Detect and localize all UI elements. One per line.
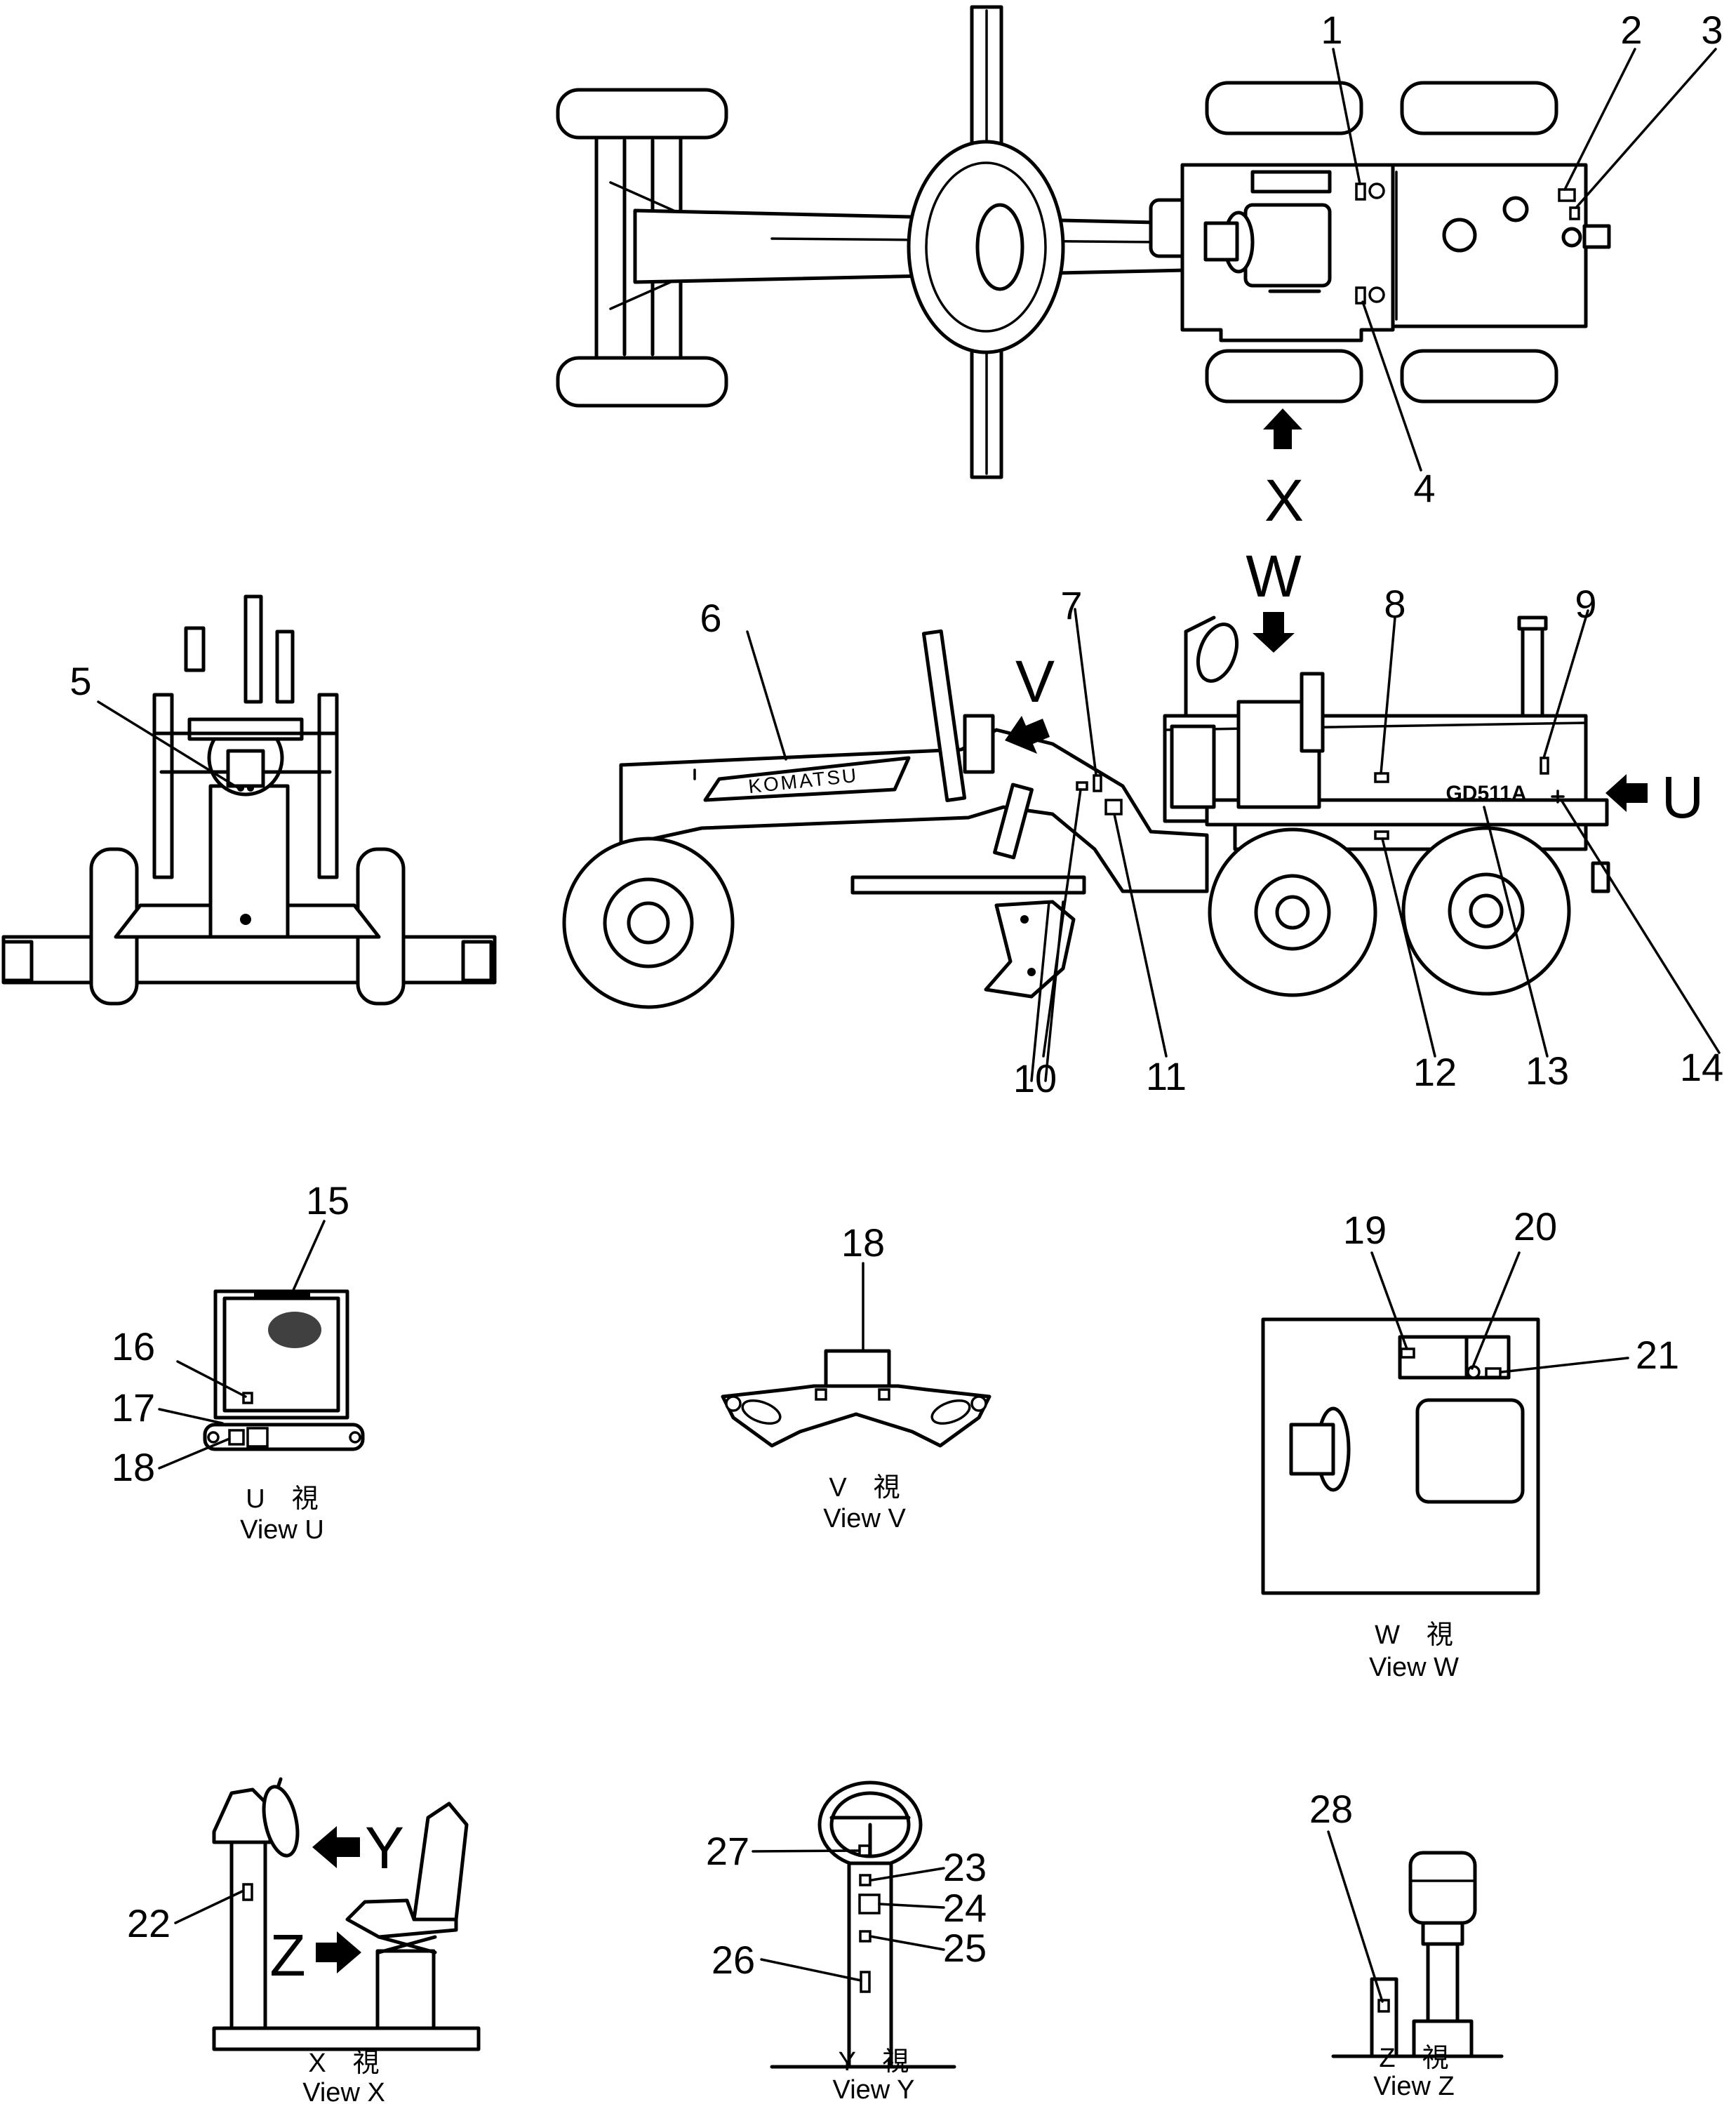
top-view-drawing — [556, 5, 1611, 479]
callout-3: 3 — [1701, 8, 1723, 52]
view-x-drawing — [212, 1777, 481, 2051]
callout-15: 15 — [306, 1178, 349, 1223]
model-plate: GD511A — [1445, 782, 1526, 805]
view-y-title-jp: Y 視 — [839, 2047, 909, 2077]
callout-27: 27 — [706, 1829, 749, 1873]
view-z-drawing — [1331, 1851, 1504, 2058]
view-arrow-label-v: V — [1015, 648, 1055, 714]
view-v-title: View V — [823, 1504, 906, 1533]
view-z-title: View Z — [1373, 2072, 1454, 2101]
callout-14: 14 — [1680, 1045, 1723, 1089]
view-w-title-jp: W 視 — [1375, 1620, 1453, 1650]
callout-9: 9 — [1575, 582, 1596, 626]
callout-11: 11 — [1146, 1054, 1187, 1098]
view-titles: U 視 View U V 視 View V W 視 View W X 視 Vie… — [240, 1473, 1459, 2104]
view-y-drawing — [770, 1780, 956, 2069]
callout-28: 28 — [1309, 1787, 1353, 1831]
callout-1: 1 — [1321, 8, 1342, 52]
callout-numbers: 1 2 3 4 5 6 7 8 9 10 11 12 13 14 15 16 1… — [69, 8, 1723, 1982]
view-x-title: View X — [302, 2078, 385, 2104]
callout-16: 16 — [112, 1324, 155, 1369]
front-view-drawing — [1, 594, 497, 1006]
view-x-title-jp: X 視 — [308, 2049, 379, 2078]
callout-23: 23 — [943, 1845, 987, 1889]
callout-5: 5 — [69, 659, 91, 703]
view-u-drawing — [203, 1289, 365, 1451]
view-y-title: View Y — [833, 2075, 915, 2104]
view-arrow-label-y: Y — [365, 1815, 404, 1881]
view-arrow-label-u: U — [1662, 764, 1704, 830]
callout-6: 6 — [700, 596, 721, 640]
callout-8: 8 — [1384, 582, 1406, 626]
callout-25: 25 — [943, 1926, 987, 1970]
callout-7: 7 — [1060, 583, 1082, 627]
view-v-drawing — [721, 1349, 991, 1448]
view-arrow-labels: X W V U Y Z — [269, 467, 1704, 1988]
view-arrow-label-z: Z — [269, 1922, 305, 1988]
callout-4: 4 — [1413, 466, 1435, 510]
callout-10: 10 — [1013, 1056, 1057, 1100]
callout-21: 21 — [1636, 1333, 1679, 1377]
callout-2: 2 — [1620, 8, 1642, 52]
view-u-title: View U — [240, 1515, 324, 1545]
leader-lines — [97, 48, 1721, 2003]
view-w-drawing — [1261, 1317, 1540, 1595]
callout-24: 24 — [943, 1886, 987, 1930]
view-v-title-jp: V 視 — [829, 1473, 900, 1503]
callout-20: 20 — [1514, 1204, 1557, 1249]
callout-18: 18 — [112, 1445, 155, 1489]
view-arrow-label-x: X — [1264, 467, 1304, 533]
callout-19: 19 — [1343, 1208, 1387, 1252]
side-view-drawing — [562, 612, 1648, 1082]
view-arrow-label-w: W — [1246, 543, 1301, 609]
view-u-title-jp: U 視 — [246, 1484, 318, 1514]
callout-18: 18 — [841, 1220, 885, 1265]
callout-12: 12 — [1413, 1050, 1457, 1094]
view-w-title: View W — [1369, 1653, 1459, 1682]
callout-17: 17 — [112, 1385, 155, 1430]
callout-26: 26 — [712, 1938, 755, 1982]
view-z-title-jp: Z 視 — [1379, 2044, 1448, 2073]
callout-22: 22 — [127, 1901, 171, 1945]
callout-13: 13 — [1525, 1048, 1569, 1093]
